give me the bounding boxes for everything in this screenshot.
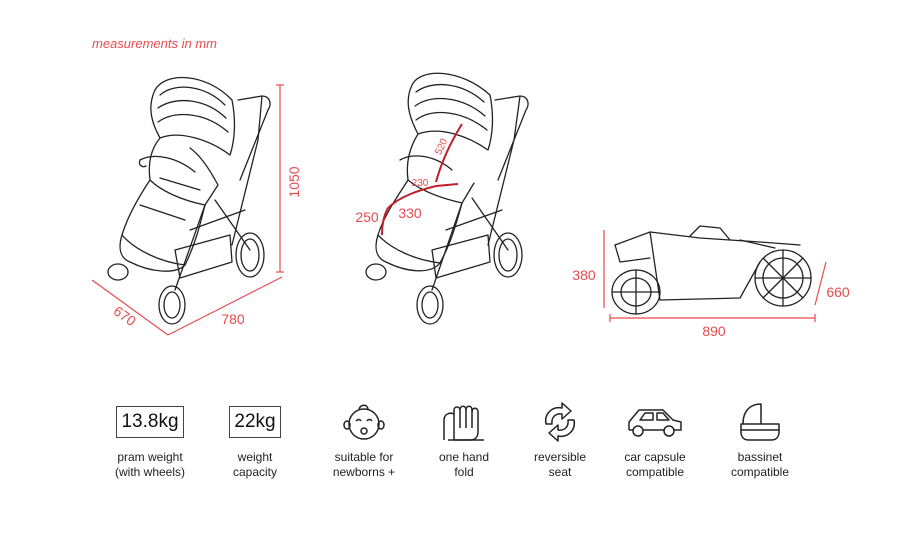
- feature-label-line1: suitable for: [334, 450, 394, 464]
- feature-label-line2: capacity: [232, 465, 278, 479]
- hand-fold-icon: [443, 405, 484, 441]
- folded-length-label: 890: [702, 323, 726, 339]
- folded-width-label: 660: [826, 284, 850, 300]
- feature-label-line2: compatible: [625, 465, 685, 479]
- feature-label-line1: car capsule: [624, 450, 686, 464]
- feature-label-line1: one hand: [438, 450, 490, 464]
- pram-weight-badge: 13.8kg: [116, 406, 184, 438]
- feature-label-line2: (with wheels): [114, 465, 186, 479]
- reverse-arrows-icon: [544, 402, 576, 442]
- seat-520-label: 520: [433, 137, 450, 157]
- feature-pram-weight: 13.8kg pram weight(with wheels): [100, 398, 200, 480]
- height-dimension-label: 1050: [286, 166, 302, 197]
- feature-label-line2: newborns +: [332, 465, 396, 479]
- seat-250-label: 250: [355, 209, 379, 225]
- baby-face-icon: [343, 404, 385, 440]
- bassinet-icon: [740, 403, 780, 441]
- feature-label-line2: fold: [454, 465, 474, 479]
- feature-label-line1: weight: [237, 450, 273, 464]
- seat-330-label: 330: [398, 205, 422, 221]
- feature-list: 13.8kg pram weight(with wheels) 22kg wei…: [100, 398, 840, 498]
- weight-capacity-badge: 22kg: [229, 406, 281, 438]
- stroller-seat-view: [365, 72, 529, 325]
- feature-label-line1: bassinet: [737, 450, 783, 464]
- car-icon: [628, 409, 682, 437]
- seat-230-label: 230: [412, 178, 429, 189]
- length-dimension-label: 780: [221, 311, 245, 327]
- feature-label-line2: compatible: [730, 465, 790, 479]
- width-dimension-label: 670: [111, 303, 139, 330]
- folded-height-label: 380: [572, 267, 596, 283]
- stroller-dimension-diagrams: 1050 670 780 250 330 230 520: [91, 72, 850, 339]
- dimension-lines-overall: [91, 84, 284, 336]
- dimension-lines-folded: [603, 230, 827, 322]
- stroller-front-view: [107, 77, 271, 325]
- measurements-caption: measurements in mm: [92, 36, 217, 51]
- feature-label-line1: pram weight: [117, 450, 183, 464]
- folded-stroller-view: [611, 225, 812, 315]
- feature-label-line2: seat: [548, 465, 572, 479]
- feature-label-line1: reversible: [533, 450, 587, 464]
- dimension-lines-seat: [381, 123, 463, 236]
